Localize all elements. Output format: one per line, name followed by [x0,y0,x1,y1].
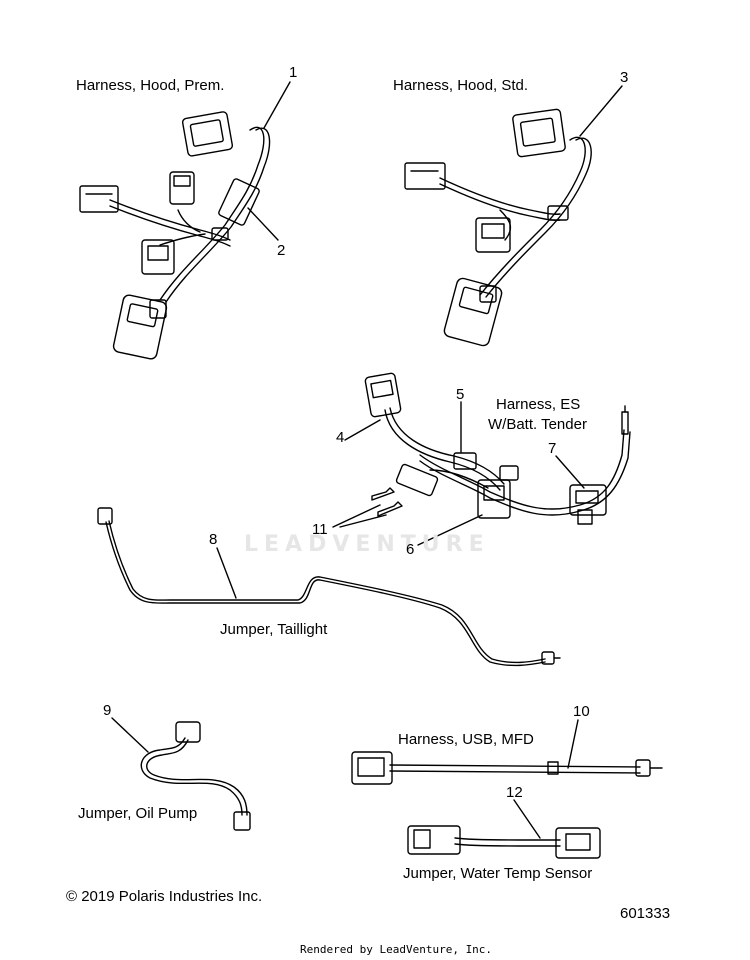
watermark: LEADVENTURE [244,532,490,557]
leader-line-3 [579,85,623,137]
leader-line-11a [332,504,381,528]
label-harness-es-line2: W/Batt. Tender [488,416,587,433]
leader-line-7 [555,455,585,489]
label-jumper-taillight: Jumper, Taillight [220,621,328,638]
leader-line-2 [247,207,279,241]
leader-line-12 [513,799,541,839]
harness-usb-mfd [351,751,663,785]
callout-12: 12 [506,784,523,801]
callout-10: 10 [573,703,590,720]
callout-1: 1 [289,64,298,81]
leader-line-8 [216,547,237,599]
harness-hood-std [404,108,592,347]
callout-3: 3 [620,69,629,86]
leader-line-9 [111,717,149,753]
label-harness-usb-mfd: Harness, USB, MFD [398,731,534,748]
jumper-oil-pump [140,721,251,831]
callout-11: 11 [312,521,328,538]
callout-6: 6 [406,541,415,558]
leader-line-10 [567,719,579,769]
label-jumper-water-temp-sensor: Jumper, Water Temp Sensor [403,865,593,882]
callout-2: 2 [277,242,286,259]
copyright: © 2019 Polaris Industries Inc. [66,888,263,905]
callout-5: 5 [456,386,465,403]
leader-line-4 [344,419,381,441]
leader-line-11b [339,514,387,528]
label-harness-es-line1: Harness, ES [496,396,581,413]
callout-4: 4 [336,429,345,446]
label-harness-hood-prem: Harness, Hood, Prem. [76,77,225,94]
leader-line-1 [263,81,291,129]
label-harness-hood-std: Harness, Hood, Std. [393,77,529,94]
harness-es-batt-tender [364,372,631,525]
harness-hood-prem [79,111,271,360]
leader-line-6 [417,514,483,546]
callout-8: 8 [209,531,218,548]
render-credit: Rendered by LeadVenture, Inc. [300,943,493,956]
diagram-number: 601333 [620,905,671,922]
callout-7: 7 [548,440,557,457]
label-jumper-oil-pump: Jumper, Oil Pump [78,805,198,822]
callout-9: 9 [103,702,112,719]
jumper-taillight [97,507,561,667]
jumper-water-temp-sensor [407,825,601,859]
